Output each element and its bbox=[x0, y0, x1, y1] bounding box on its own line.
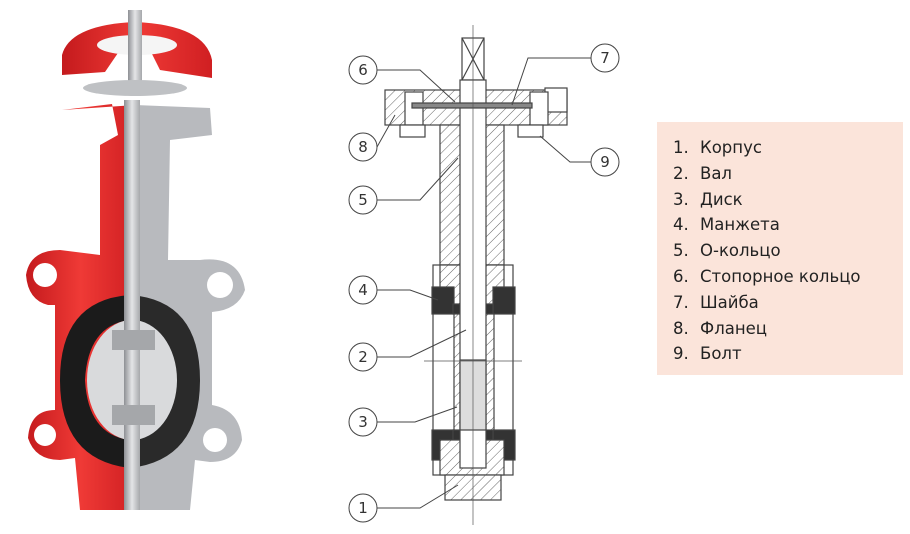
legend-item: 1. Корпус bbox=[673, 135, 903, 161]
svg-text:1: 1 bbox=[358, 499, 368, 517]
legend-num: 1. bbox=[673, 138, 689, 157]
svg-text:2: 2 bbox=[358, 348, 368, 366]
legend-num: 4. bbox=[673, 215, 689, 235]
legend-item: 5. О-кольцо bbox=[673, 238, 903, 264]
legend-num: 9. bbox=[673, 344, 689, 364]
legend-label: Манжета bbox=[700, 215, 780, 235]
callout-2: 2 bbox=[348, 329, 467, 372]
legend-label: Стопорное кольцо bbox=[700, 266, 861, 286]
callout-8: 8 bbox=[348, 114, 396, 162]
svg-text:9: 9 bbox=[600, 153, 610, 171]
legend-label: Шайба bbox=[700, 292, 759, 312]
legend-item: 8. Фланец bbox=[673, 316, 903, 342]
svg-text:6: 6 bbox=[358, 61, 368, 79]
legend-label: Вал bbox=[700, 163, 732, 183]
svg-text:5: 5 bbox=[358, 191, 368, 209]
valve-body bbox=[26, 100, 245, 510]
legend-label: О-кольцо bbox=[700, 241, 781, 261]
callout-3: 3 bbox=[348, 406, 458, 437]
legend-label: Диск bbox=[700, 189, 743, 209]
callout-5: 5 bbox=[348, 157, 459, 215]
svg-text:8: 8 bbox=[358, 138, 368, 156]
svg-text:7: 7 bbox=[600, 49, 610, 67]
liner-top-left bbox=[431, 286, 455, 315]
sectional-drawing: 6 7 8 9 5 4 2 3 1 bbox=[348, 25, 620, 525]
svg-text:3: 3 bbox=[358, 413, 368, 431]
legend-num: 7. bbox=[673, 292, 689, 312]
callout-4: 4 bbox=[348, 275, 439, 305]
legend-item: 2. Вал bbox=[673, 161, 903, 187]
callout-7: 7 bbox=[511, 43, 620, 106]
bolt-left bbox=[399, 124, 426, 138]
legend-item: 7. Шайба bbox=[673, 290, 903, 316]
handwheel bbox=[62, 10, 212, 96]
callout-9: 9 bbox=[539, 135, 620, 177]
legend-num: 8. bbox=[673, 318, 689, 338]
legend-item: 3. Диск bbox=[673, 187, 903, 213]
bolt-right bbox=[517, 124, 544, 138]
legend-label: Болт bbox=[700, 344, 742, 364]
legend-num: 6. bbox=[673, 266, 689, 286]
callout-6: 6 bbox=[348, 55, 456, 103]
legend-label: Фланец bbox=[700, 318, 768, 338]
legend-num: 3. bbox=[673, 189, 689, 209]
legend-item: 4. Манжета bbox=[673, 212, 903, 238]
parts-legend: 1. Корпус 2. Вал 3. Диск 4. Манжета 5. О-коль… bbox=[657, 122, 903, 375]
legend-label: Корпус bbox=[700, 138, 762, 157]
legend-num: 5. bbox=[673, 241, 689, 261]
legend-item: 6. Стопорное кольцо bbox=[673, 264, 903, 290]
legend-item: 9. Болт bbox=[673, 341, 903, 367]
legend-num: 2. bbox=[673, 163, 689, 183]
callout-1: 1 bbox=[348, 484, 459, 523]
valve-cutaway-photo bbox=[26, 10, 245, 510]
svg-text:4: 4 bbox=[358, 281, 368, 299]
